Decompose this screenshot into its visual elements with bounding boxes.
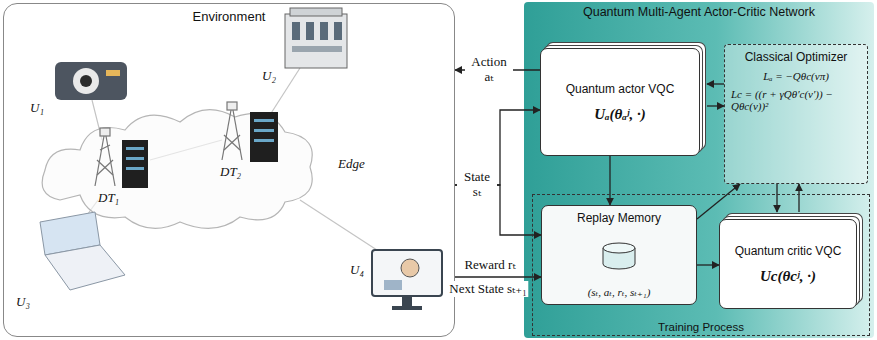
tower-leg xyxy=(233,110,242,160)
machine-body xyxy=(285,14,347,68)
network-panel-ground xyxy=(524,2,874,338)
flow-arrow xyxy=(697,184,740,219)
signal-label: State sₜ xyxy=(457,170,497,200)
monitor-detail xyxy=(384,280,402,290)
machine-cylinders xyxy=(292,22,342,52)
opt-box: Classical Optimizer Lₐ = −Qθc(vπ) Lc = ((r… xyxy=(724,44,868,184)
tower-antenna xyxy=(100,128,110,136)
net-box: Quantum Multi-Agent Actor-Critic Network… xyxy=(524,2,874,338)
tuple-formula: (sₜ, aₜ, rₜ, sₜ₊₁) xyxy=(588,286,651,299)
tower-brace xyxy=(97,160,113,175)
train-box: Training Process Replay Memory (sₜ, aₜ, rₜ… xyxy=(532,194,870,336)
link-line xyxy=(300,200,380,252)
machine-top xyxy=(290,8,342,16)
critic-box: Quantum critic VQC Uc(θcʲ, ·) xyxy=(719,219,857,309)
flow-arrow xyxy=(609,156,610,205)
cylinder xyxy=(320,22,328,40)
edge-cloud xyxy=(42,110,312,229)
monitor-stand xyxy=(392,306,422,310)
signal-label: Reward rₜ xyxy=(462,258,517,273)
server-slot xyxy=(126,167,144,170)
server-slot xyxy=(254,139,274,142)
cylinder xyxy=(292,22,300,40)
server-slot xyxy=(126,147,144,150)
device-label: U₃ xyxy=(16,294,30,310)
box-title: Quantum critic VQC xyxy=(735,244,842,258)
device-lens xyxy=(80,75,92,87)
device-label: Edge xyxy=(338,156,365,172)
loss-formula: Lₐ = −Qθc(vπ) xyxy=(763,70,829,82)
cylinder xyxy=(306,22,314,40)
device-label: U₄ xyxy=(350,262,364,278)
tower-leg xyxy=(222,110,231,160)
device-label: DT₁ xyxy=(98,190,119,206)
region-title: Training Process xyxy=(658,321,744,333)
device-detail xyxy=(106,70,120,76)
flow-arrow xyxy=(798,184,799,212)
server-slot xyxy=(254,119,274,122)
monitor-screen xyxy=(372,250,442,296)
flow-arrow xyxy=(776,184,777,212)
tower-symbol xyxy=(222,102,242,160)
device-label: U₁ xyxy=(30,100,44,116)
flow-arrow xyxy=(697,264,719,265)
tower-brace xyxy=(100,145,110,150)
flow-arrow xyxy=(455,276,541,277)
machine-tray xyxy=(292,46,342,52)
device-lens xyxy=(73,68,99,94)
tower-brace xyxy=(224,135,240,150)
server-rack xyxy=(122,140,148,188)
unitary-formula: Uc(θcʲ, ·) xyxy=(760,268,816,285)
device-label: DT₂ xyxy=(220,164,241,180)
tower-antenna xyxy=(227,102,237,110)
device-label: U₂ xyxy=(262,68,276,84)
box-title: Quantum actor VQC xyxy=(566,82,675,96)
tower-symbol xyxy=(95,128,115,186)
monitor-stand xyxy=(402,296,412,306)
server-rack xyxy=(250,112,278,162)
cylinder xyxy=(334,22,342,40)
database-icon xyxy=(599,241,639,271)
flow-arrow xyxy=(707,83,724,84)
tower-brace xyxy=(97,160,113,175)
device-body xyxy=(55,62,127,100)
tower-brace xyxy=(224,135,240,150)
box-title: Replay Memory xyxy=(577,211,661,225)
database-top xyxy=(603,243,635,253)
signal-label: Next State sₜ₊₁ xyxy=(447,281,528,297)
tower-leg xyxy=(95,136,104,186)
signal-label: Action aₜ xyxy=(465,55,513,85)
box-title: Classical Optimizer xyxy=(745,50,848,64)
server-slot xyxy=(254,129,274,132)
flow-arrow xyxy=(707,105,724,106)
monitor-face xyxy=(401,259,419,277)
panel-title: Quantum Multi-Agent Actor-Critic Network xyxy=(583,5,815,19)
unitary-formula: Uₐ(θₐʲ, ·) xyxy=(594,106,646,123)
server-slot xyxy=(126,157,144,160)
replay-box: Replay Memory (sₜ, aₜ, rₜ, sₜ₊₁) xyxy=(541,205,697,305)
loss-formula: Lc = ((r + γQθ′c(v′)) − Qθc(v))² xyxy=(731,88,861,112)
tower-leg xyxy=(106,136,115,186)
actor-box: Quantum actor VQC Uₐ(θₐʲ, ·) xyxy=(540,48,700,156)
laptop-base xyxy=(45,245,125,290)
panel-title: Environment xyxy=(193,9,266,24)
